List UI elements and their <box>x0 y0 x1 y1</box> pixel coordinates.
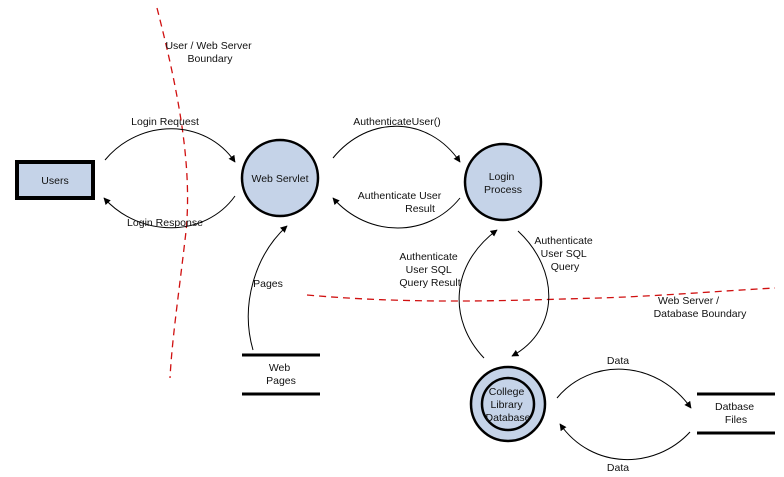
web-pages-store[interactable]: Web Pages <box>242 353 320 396</box>
login-request-arrow <box>104 128 236 163</box>
web-server-database-boundary-label: Web Server / Database Boundary <box>654 295 748 320</box>
web-servlet-label: Web Servlet <box>252 173 309 185</box>
authenticate-user-result-label: Authenticate User Result <box>358 190 444 215</box>
authenticate-sql-query-result-label: Authenticate User SQL Query Result <box>399 251 460 289</box>
users-entity[interactable]: Users <box>15 160 95 200</box>
database-files-label: Datbase Files <box>715 401 757 426</box>
data-in-arrow <box>559 423 691 460</box>
web-pages-label: Web Pages <box>266 362 296 387</box>
data-out-label: Data <box>607 355 629 367</box>
pages-label: Pages <box>253 278 283 290</box>
login-response-label: Login Response <box>127 217 203 229</box>
user-web-server-boundary-label: User / Web Server Boundary <box>165 40 254 65</box>
user-web-server-boundary-line <box>156 7 189 379</box>
college-library-database-process[interactable]: College Library Database <box>469 365 547 443</box>
pages-arrow <box>247 225 288 351</box>
college-library-database-label: College Library Database <box>486 386 531 424</box>
data-in-label: Data <box>607 462 629 474</box>
authenticate-sql-query-result-arrow <box>458 229 498 359</box>
data-out-arrow <box>556 368 692 409</box>
database-files-store[interactable]: Datbase Files <box>697 392 775 435</box>
web-servlet-process[interactable]: Web Servlet <box>240 138 320 218</box>
users-label: Users <box>41 175 68 187</box>
login-request-label: Login Request <box>131 116 199 128</box>
login-process[interactable]: Login Process <box>463 142 543 222</box>
login-response-arrow <box>103 195 236 229</box>
authenticate-user-arrow <box>332 125 461 163</box>
authenticate-user-result-arrow <box>332 197 461 229</box>
web-server-database-boundary-line <box>306 287 776 302</box>
authenticate-sql-query-label: Authenticate User SQL Query <box>534 235 595 273</box>
authenticate-sql-query-arrow <box>511 230 550 357</box>
login-process-label: Login Process <box>484 171 522 196</box>
authenticate-user-label: AuthenticateUser() <box>353 116 441 128</box>
